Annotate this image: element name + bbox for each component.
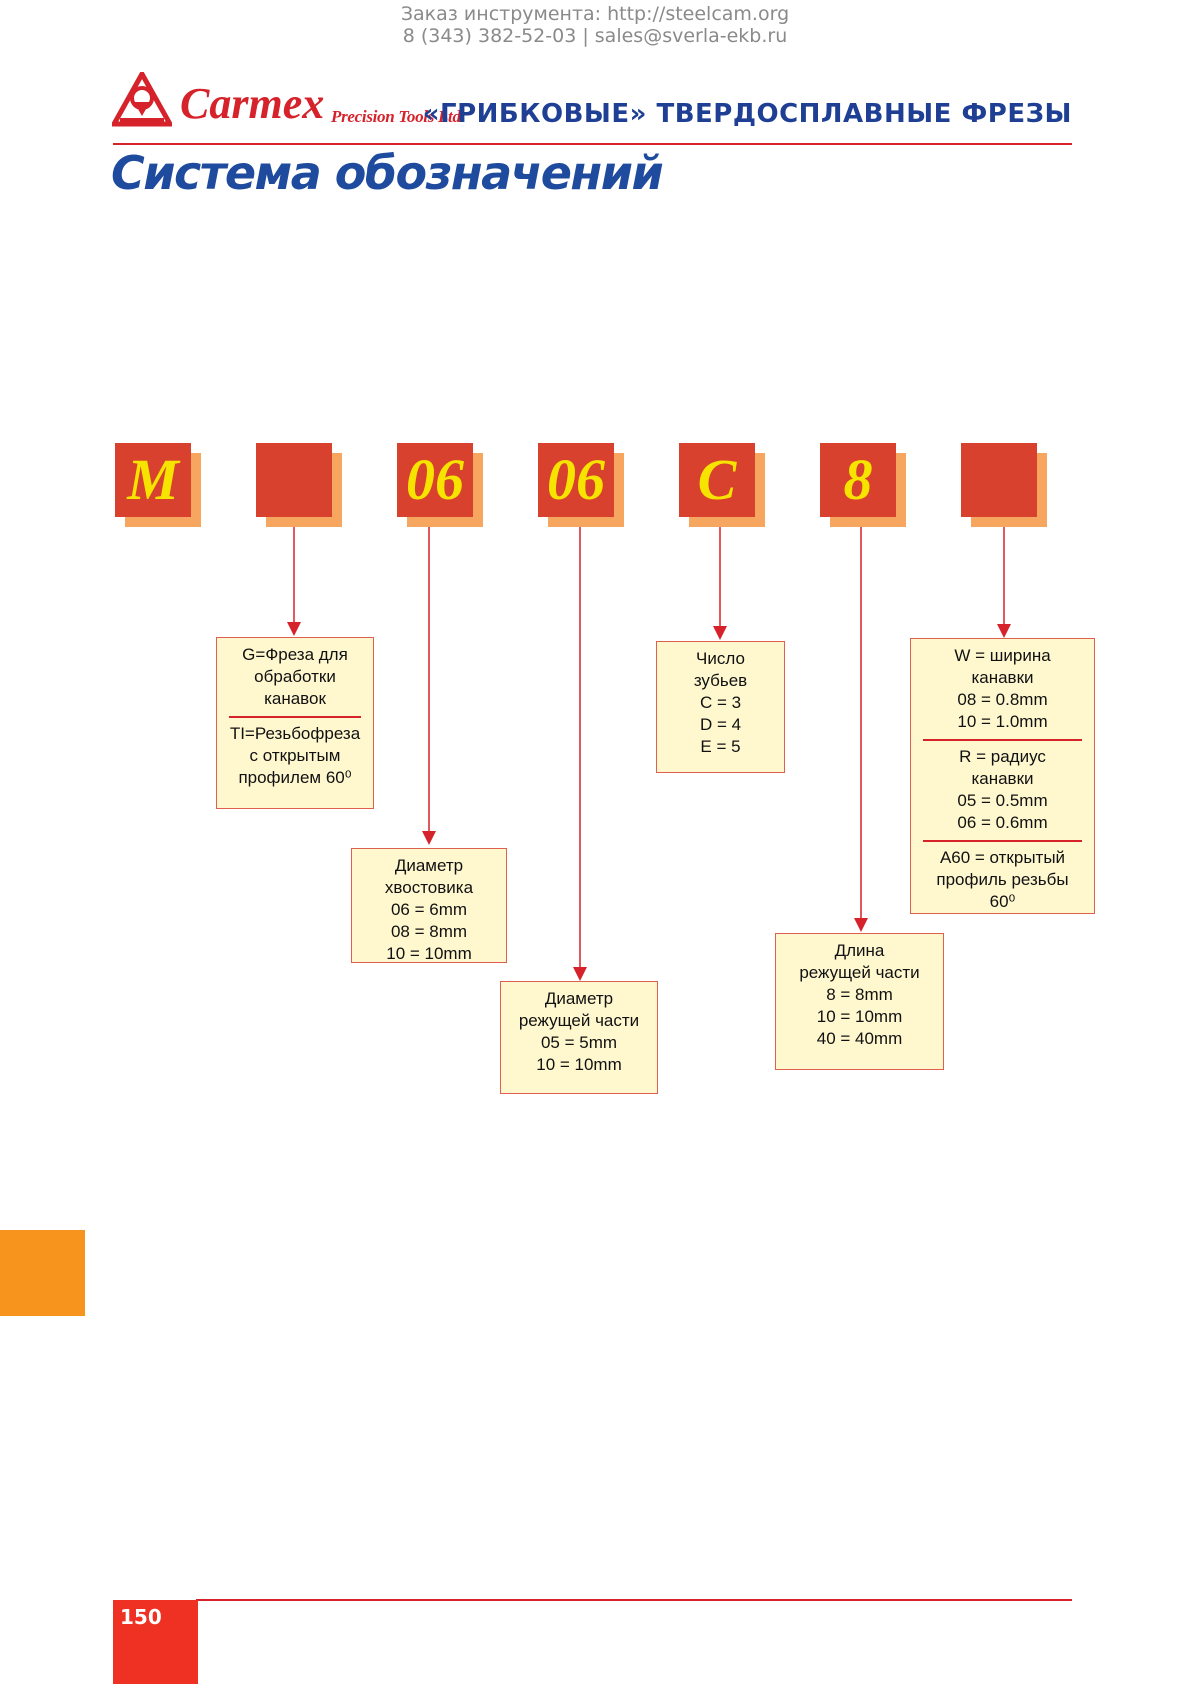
brand-tagline: Precision Tools Ltd. bbox=[331, 107, 465, 126]
desc-line: E = 5 bbox=[700, 737, 741, 756]
desc-line: 60⁰ bbox=[989, 892, 1016, 911]
desc-line: 06 = 6mm bbox=[390, 900, 468, 919]
code-box-1-text: M bbox=[127, 447, 179, 512]
contact-order-line: Заказ инструмента: http://steelcam.org bbox=[400, 3, 790, 25]
code-box-1: M bbox=[115, 443, 201, 527]
code-box-7 bbox=[961, 443, 1047, 527]
code-box-4-text: 06 bbox=[547, 447, 605, 512]
desc-line: с открытым bbox=[249, 746, 341, 765]
desc-box-cutting-diameter: Диаметр режущей части 05 = 5mm 10 = 10mm bbox=[500, 981, 658, 1094]
desc-line: 10 = 10mm bbox=[386, 944, 472, 963]
carmex-logo-icon bbox=[109, 68, 175, 128]
desc-line: 08 = 8mm bbox=[390, 922, 468, 941]
page-number-tab bbox=[113, 1600, 198, 1684]
desc-line: 05 = 5mm bbox=[540, 1033, 618, 1052]
code-box-3-text: 06 bbox=[406, 447, 464, 512]
desc-line: Диаметр bbox=[544, 989, 614, 1008]
desc-line: режущей части bbox=[518, 1011, 640, 1030]
desc-line: канавки bbox=[971, 769, 1034, 788]
section-side-tab bbox=[0, 1230, 85, 1316]
desc-divider bbox=[923, 840, 1082, 842]
code-box-5: C bbox=[679, 443, 765, 527]
desc-line: TI=Резьбофреза bbox=[229, 724, 361, 743]
code-box-2 bbox=[256, 443, 342, 527]
desc-line: канавки bbox=[971, 668, 1034, 687]
header-divider bbox=[113, 143, 1072, 145]
code-box-3: 06 bbox=[397, 443, 483, 527]
brand-name: Carmex bbox=[180, 79, 325, 128]
desc-line: C = 3 bbox=[699, 693, 742, 712]
desc-line: канавок bbox=[264, 689, 326, 708]
desc-box-type: G=Фреза для обработки канавок TI=Резьбоф… bbox=[216, 637, 374, 809]
desc-line: Диаметр bbox=[394, 856, 464, 875]
desc-line: хвостовика bbox=[384, 878, 474, 897]
desc-box-profile: W = ширина канавки 08 = 0.8mm 10 = 1.0mm… bbox=[910, 638, 1095, 914]
desc-line: режущей части bbox=[799, 963, 920, 982]
desc-line: R = радиус bbox=[959, 747, 1046, 766]
contact-phone-email-line: 8 (343) 382-52-03 | sales@sverla-ekb.ru bbox=[402, 25, 788, 47]
page-title: Система обозначений bbox=[111, 146, 664, 200]
desc-line: 05 = 0.5mm bbox=[957, 791, 1048, 810]
desc-line: зубьев bbox=[693, 671, 748, 690]
desc-box-teeth-count: Число зубьев C = 3 D = 4 E = 5 bbox=[656, 641, 785, 773]
desc-line: A60 = открытый bbox=[939, 848, 1066, 867]
desc-divider bbox=[229, 716, 361, 718]
desc-line: Длина bbox=[834, 941, 885, 960]
desc-line: Число bbox=[696, 649, 745, 668]
code-box-6-text: 8 bbox=[843, 447, 873, 512]
desc-line: профиль резьбы bbox=[936, 870, 1069, 889]
desc-box-cutting-length: Длина режущей части 8 = 8mm 10 = 10mm 40… bbox=[775, 933, 944, 1070]
desc-line: 10 = 10mm bbox=[816, 1007, 903, 1026]
desc-box-shank-diameter: Диаметр хвостовика 06 = 6mm 08 = 8mm 10 … bbox=[351, 848, 507, 963]
desc-line: W = ширина bbox=[954, 646, 1051, 665]
desc-line: G=Фреза для bbox=[242, 645, 348, 664]
page-number: 150 bbox=[120, 1605, 162, 1629]
section-title: «ГРИБКОВЫЕ» ТВЕРДОСПЛАВНЫЕ ФРЕЗЫ bbox=[422, 99, 1072, 129]
footer-divider bbox=[196, 1599, 1072, 1601]
code-box-4: 06 bbox=[538, 443, 624, 527]
code-box-5-text: C bbox=[697, 447, 737, 512]
desc-line: 8 = 8mm bbox=[826, 985, 893, 1004]
desc-line: 08 = 0.8mm bbox=[957, 690, 1048, 709]
code-box-6: 8 bbox=[820, 443, 906, 527]
desc-line: 40 = 40mm bbox=[816, 1029, 903, 1048]
desc-line: обработки bbox=[254, 667, 336, 686]
desc-line: D = 4 bbox=[699, 715, 742, 734]
desc-line: 10 = 10mm bbox=[536, 1055, 622, 1074]
desc-line: профилем 60⁰ bbox=[238, 768, 352, 787]
desc-line: 06 = 0.6mm bbox=[957, 813, 1048, 832]
desc-line: 10 = 1.0mm bbox=[957, 712, 1048, 731]
desc-divider bbox=[923, 739, 1082, 741]
